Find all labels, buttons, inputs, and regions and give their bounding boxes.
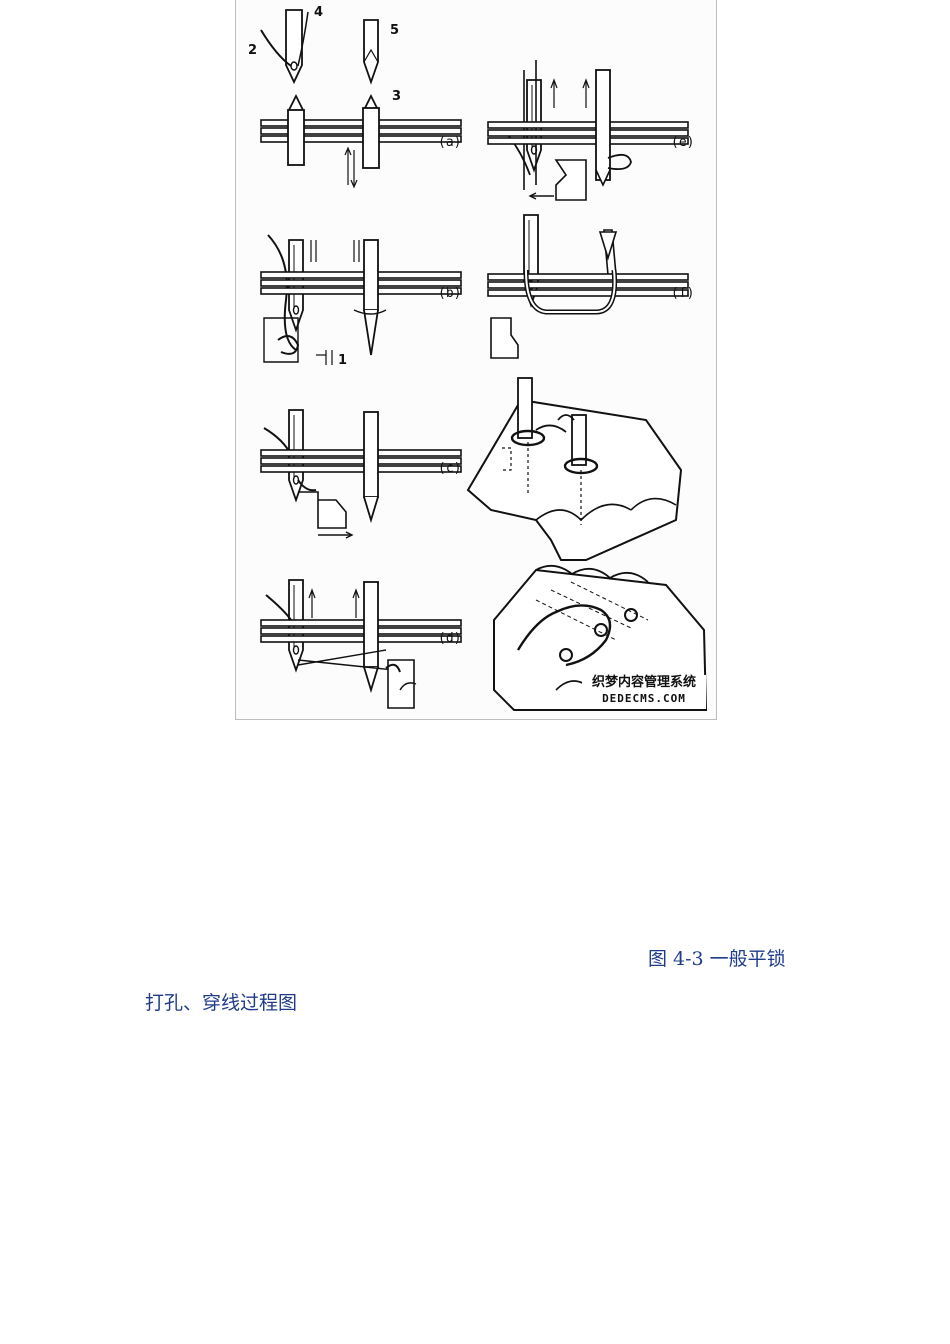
- part-number-2: 2: [248, 43, 257, 58]
- block-upper: [466, 377, 683, 561]
- figure-caption-line2: 打孔、穿线过程图: [145, 992, 298, 1014]
- panel-b: [260, 234, 462, 365]
- figure-caption-line1: 图 4-3 一般平锁: [648, 948, 786, 970]
- panel-label-a: (a): [438, 135, 461, 150]
- panel-f: [487, 214, 689, 359]
- panel-c: [260, 409, 462, 539]
- part-number-4: 4: [314, 5, 323, 20]
- stitch-process-figure: 2 4 5 3 1 (a) (b) (c) (d) (e) (f) 织梦内容管理…: [235, 0, 717, 720]
- watermark-line1: 织梦内容管理系统: [591, 675, 696, 690]
- watermark: 织梦内容管理系统 DEDECMS.COM: [582, 675, 706, 709]
- part-number-5: 5: [390, 23, 399, 38]
- panel-label-f: (f): [671, 286, 694, 301]
- panel-label-c: (c): [438, 461, 461, 476]
- stitch-diagram: 2 4 5 3 1 (a) (b) (c) (d) (e) (f): [248, 5, 708, 711]
- part-number-3: 3: [392, 89, 401, 104]
- panel-a: [260, 9, 462, 189]
- panel-label-d: (d): [438, 631, 461, 646]
- panel-e: [487, 60, 689, 201]
- panel-d: [260, 579, 462, 709]
- panel-label-b: (b): [438, 286, 461, 301]
- panel-label-e: (e): [671, 135, 694, 150]
- watermark-line2: DEDECMS.COM: [602, 692, 686, 705]
- part-number-1: 1: [338, 353, 347, 368]
